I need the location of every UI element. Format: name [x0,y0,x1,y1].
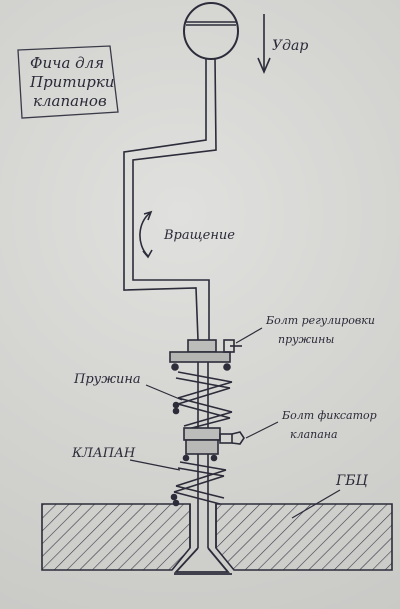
valve-head [173,547,232,575]
valve-label: КЛАПАН [71,446,136,461]
title-box-border [17,45,119,119]
title-box: Фича для Притирки клапанов [17,45,119,119]
cylinder-head [41,503,393,571]
title-line-3: клапанов [33,92,107,110]
title-line-2: Притирки [29,73,114,91]
spring-label-group: Пружина [73,372,183,401]
cylinder-head-label-group: ГБЦ [291,473,369,519]
fixing-bolt-label-1: Болт фиксатор [281,409,377,422]
adjust-bolt-label-1: Болт регулировки [265,314,375,327]
adjust-bolt-label-2: пружины [278,333,334,346]
lower-block [182,427,245,462]
rotation-arrow: Вращение [139,210,235,259]
impact-label: Удар [272,38,308,54]
fixing-bolt-label-group: Болт фиксатор клапана [245,409,377,441]
title-line-1: Фича для [30,54,104,72]
rotation-label: Вращение [163,228,235,243]
adjust-bolt-label-group: Болт регулировки пружины [235,314,375,346]
knob [183,2,239,60]
fixing-bolt-label-2: клапана [290,428,338,441]
spring-label: Пружина [73,372,141,387]
upper-spring [172,371,233,431]
lower-spring [170,461,227,507]
valve-stem [197,454,209,548]
impact-arrow: Удар [257,14,308,75]
cylinder-head-label: ГБЦ [335,473,369,489]
valve-label-group: КЛАПАН [71,446,181,471]
upper-collar [169,339,242,371]
bent-rod [123,57,217,341]
